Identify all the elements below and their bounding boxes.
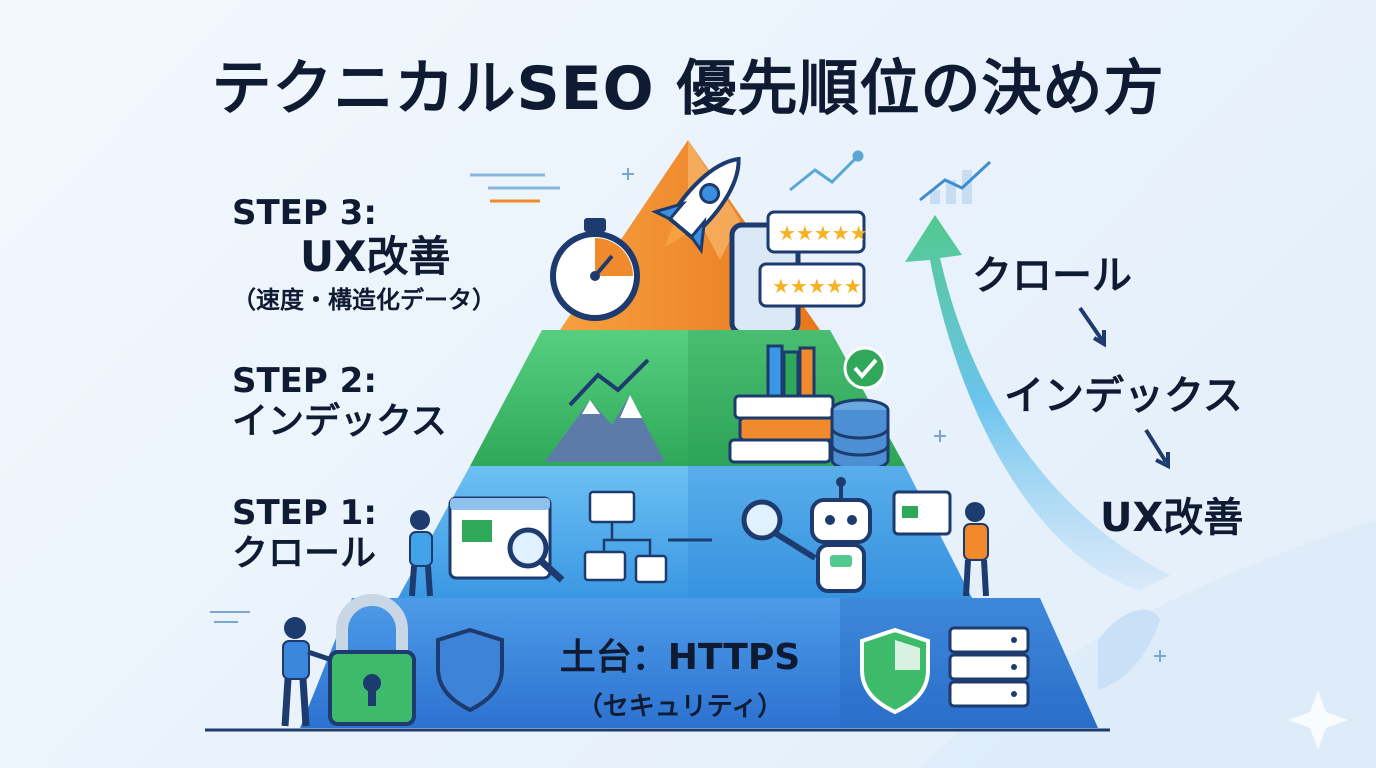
server-rack-icon xyxy=(948,626,1030,708)
flow-step-ux: UX改善 xyxy=(1100,495,1244,541)
step-3-label: STEP 3: UX改善 （速度・構造化データ） xyxy=(232,193,496,315)
step-3-number: STEP 3: xyxy=(232,193,377,233)
sparkle-icon xyxy=(1288,690,1348,750)
check-circle-icon xyxy=(843,346,887,390)
step-2-label: STEP 2: インデックス xyxy=(232,361,447,443)
svg-text:★★★★★: ★★★★★ xyxy=(778,221,868,245)
padlock-icon xyxy=(328,594,416,726)
webpage-magnifier-icon xyxy=(448,496,565,583)
person-left-icon xyxy=(409,510,433,597)
shield-icon xyxy=(436,627,504,713)
step-2-number: STEP 2: xyxy=(232,361,377,401)
step-1-number: STEP 1: xyxy=(232,493,377,533)
flow-step-crawl: クロール xyxy=(972,253,1132,299)
step-1-label: STEP 1: クロール xyxy=(232,493,377,575)
browser-window-icon xyxy=(892,490,952,536)
database-icon xyxy=(830,398,890,472)
trend-line-icon xyxy=(789,150,864,192)
upward-curved-arrow-icon xyxy=(905,215,1170,590)
flow-arrow-icon-1 xyxy=(1078,306,1106,348)
smartphone-reviews-icon: ★★★★★ ★★★★★ xyxy=(729,210,868,336)
base-label: 土台：HTTPS （セキュリティ） xyxy=(520,628,840,723)
page-title: テクニカルSEO 優先順位の決め方 xyxy=(211,54,1165,124)
flow-arrow-icon-2 xyxy=(1144,428,1170,470)
flow-step-index: インデックス xyxy=(1004,373,1243,419)
shield-check-icon xyxy=(860,627,930,715)
sitemap-tree-icon xyxy=(583,490,668,584)
sparkle-decorations xyxy=(210,168,1166,662)
step-3-name: UX改善 xyxy=(300,232,451,282)
robot-crawler-icon xyxy=(741,477,872,593)
bar-chart-icon xyxy=(919,160,992,204)
person-base-icon xyxy=(281,617,333,727)
base-label-main: 土台：HTTPS xyxy=(559,637,801,678)
text-lines-icon xyxy=(470,173,560,203)
svg-text:★★★★★: ★★★★★ xyxy=(772,274,862,298)
mountain-growth-icon xyxy=(545,358,665,462)
leaf-decoration xyxy=(1098,609,1160,690)
step-2-name: インデックス xyxy=(232,401,447,443)
step-3-subtitle: （速度・構造化データ） xyxy=(232,286,496,315)
base-label-sub: （セキュリティ） xyxy=(576,692,784,722)
stopwatch-icon xyxy=(550,218,640,321)
rocket-icon xyxy=(651,156,741,255)
person-right-icon xyxy=(963,502,989,597)
step-1-name: クロール xyxy=(232,533,377,575)
